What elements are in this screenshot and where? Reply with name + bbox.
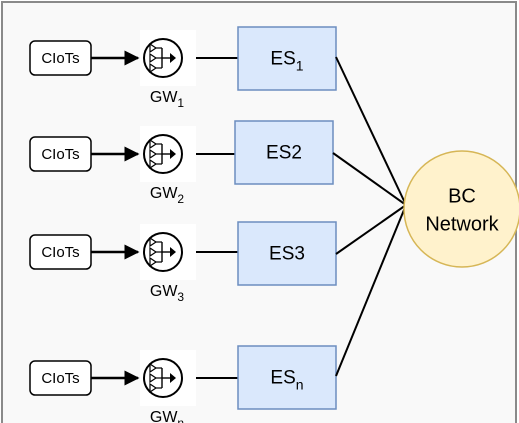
bc-network-circle: [403, 150, 519, 268]
ciots-node[interactable]: CIoTs: [29, 360, 92, 396]
gateway-icon[interactable]: [140, 350, 196, 406]
es-to-bc-network-line: [335, 204, 407, 255]
gateway-port-icon: [149, 382, 158, 394]
gateway-label: GW1: [150, 89, 185, 110]
edge-server-node[interactable]: ES2: [234, 120, 334, 185]
ciots-label: CIoTs: [41, 244, 79, 261]
gateway-port-icon: [149, 362, 158, 374]
bc-network-node[interactable]: BC Network: [403, 150, 519, 268]
edge-server-label-text: ES: [270, 49, 295, 70]
ciots-node[interactable]: CIoTs: [29, 40, 92, 76]
edge-server-label: ES3: [269, 244, 305, 265]
gateway-port-icon: [149, 42, 158, 54]
gateway-port-icon: [149, 236, 158, 248]
gateway-port-icon: [149, 246, 158, 258]
gateway-output-arrow-icon: [170, 149, 176, 159]
edge-server-box: [237, 221, 337, 286]
edge-server-node[interactable]: ES3: [237, 221, 337, 286]
gateway-label-text: GW: [150, 283, 178, 300]
es-to-bc-network-line: [332, 152, 407, 206]
gateway-label-text: GW: [150, 89, 178, 106]
gateway-label-subscript: n: [177, 416, 184, 423]
gateway-port-icon: [149, 62, 158, 74]
gateway-label: GWn: [150, 409, 184, 423]
bc-network-label-line2: Network: [425, 213, 499, 235]
gateway-port-icon: [149, 158, 158, 170]
gateway-icon[interactable]: [140, 30, 196, 86]
gateway-port-icon: [149, 138, 158, 150]
gateway-label-text: GW: [150, 409, 178, 423]
edge-server-label-subscript: n: [296, 377, 304, 393]
gateway-port-icon: [149, 148, 158, 160]
es-to-bc-network-line: [335, 56, 407, 206]
gateway-icon[interactable]: [140, 126, 196, 182]
gateway-output-arrow-icon: [170, 373, 176, 383]
bc-network-label-line1: BC: [448, 185, 476, 207]
es-to-bc-network-line: [335, 204, 407, 377]
gateway-label: GW3: [150, 283, 185, 304]
edge-server-label-text: ES: [270, 368, 295, 389]
ciots-node[interactable]: CIoTs: [29, 234, 92, 270]
edge-server-label: ES1: [270, 49, 303, 74]
ciots-label: CIoTs: [41, 146, 79, 163]
gateway-icon[interactable]: [140, 224, 196, 280]
ciots-node[interactable]: CIoTs: [29, 136, 92, 172]
gateway-label-text: GW: [150, 185, 178, 202]
ciots-label: CIoTs: [41, 50, 79, 67]
edge-server-label-text: ES2: [266, 143, 302, 164]
edge-server-label: ES2: [266, 143, 302, 164]
gateway-port-icon: [149, 256, 158, 268]
edge-server-box: [234, 120, 334, 185]
rows-layer: CIoTsGW1ES1CIoTsGW2ES2CIoTsGW3ES3CIoTsGW…: [29, 26, 407, 423]
gateway-label-subscript: 1: [177, 96, 184, 110]
edge-server-label: ESn: [270, 368, 303, 393]
gateway-label-subscript: 3: [177, 290, 184, 304]
gateway-label: GW2: [150, 185, 185, 206]
edge-server-node[interactable]: ESn: [237, 345, 337, 410]
gateway-output-arrow-icon: [170, 53, 176, 63]
edge-server-node[interactable]: ES1: [237, 26, 337, 91]
edge-server-label-text: ES3: [269, 244, 305, 265]
edge-server-label-subscript: 1: [296, 58, 304, 74]
edge-server-box: [237, 345, 337, 410]
gateway-port-icon: [149, 52, 158, 64]
gateway-port-icon: [149, 372, 158, 384]
ciots-label: CIoTs: [41, 370, 79, 387]
gateway-label-subscript: 2: [177, 192, 184, 206]
gateway-output-arrow-icon: [170, 247, 176, 257]
edge-server-box: [237, 26, 337, 91]
